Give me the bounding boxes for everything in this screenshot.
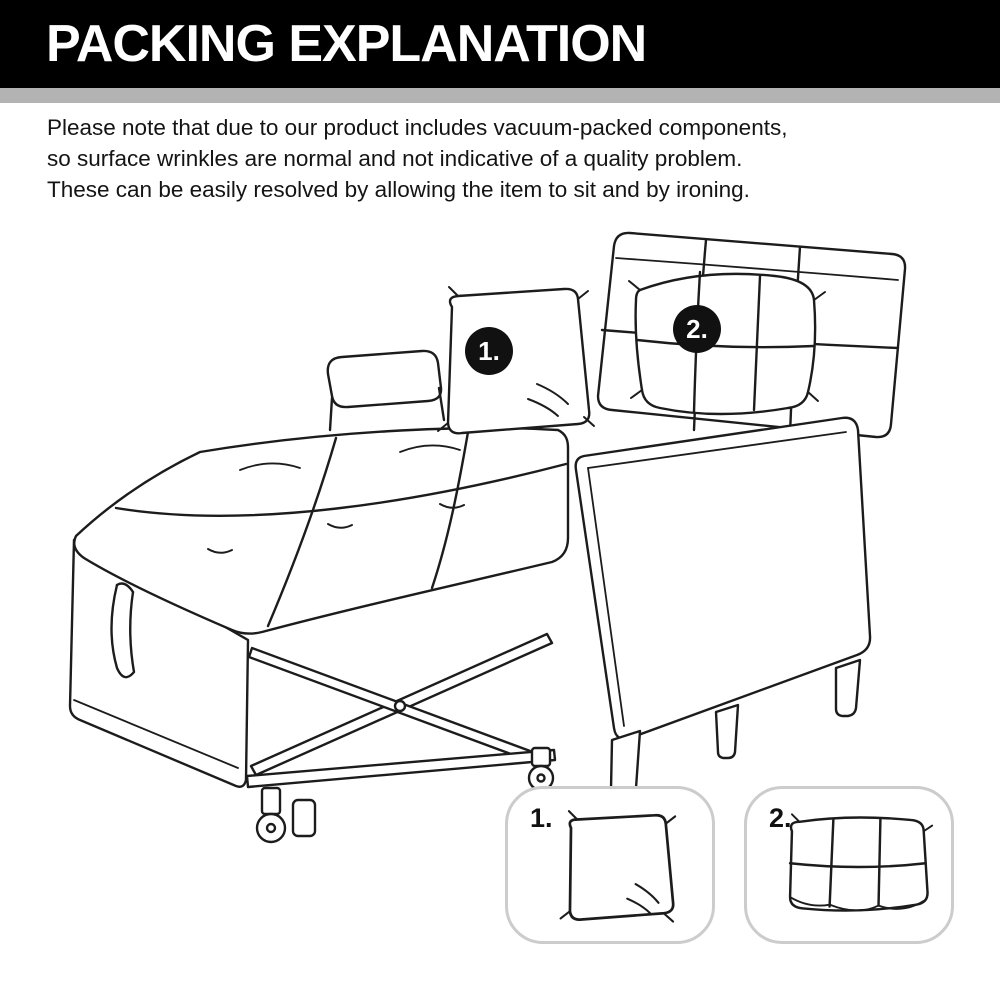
pillow-2	[628, 270, 826, 416]
packing-note: Please note that due to our product incl…	[47, 112, 907, 205]
badge-2-label: 2.	[686, 314, 708, 344]
caster-wheel-right	[527, 746, 555, 792]
header-divider	[0, 88, 1000, 103]
badge-1: 1.	[465, 327, 513, 375]
tufted-pillow-icon	[788, 813, 934, 912]
badge-2: 2.	[673, 305, 721, 353]
page-title: PACKING EXPLANATION	[46, 15, 647, 73]
note-line-3: These can be easily resolved by allowing…	[47, 177, 750, 202]
legend-pillow-2: 2.	[744, 786, 954, 944]
pull-out-frame	[245, 632, 557, 844]
note-line-2: so surface wrinkles are normal and not i…	[47, 146, 743, 171]
pillow-1	[437, 286, 595, 435]
bed-cushions	[73, 426, 570, 635]
legend-pillow-1: 1.	[505, 786, 715, 944]
note-line-1: Please note that due to our product incl…	[47, 115, 788, 140]
ottoman-box	[68, 538, 250, 788]
fabric-handle	[110, 582, 136, 679]
legend-1-label: 1.	[530, 803, 553, 833]
header-bar: PACKING EXPLANATION	[0, 0, 1000, 88]
plain-pillow-icon	[559, 810, 677, 923]
right-armrest	[574, 416, 872, 741]
left-armrest	[326, 349, 446, 432]
chair-legs	[609, 658, 862, 799]
legend-2-label: 2.	[769, 803, 792, 833]
caster-wheel-left	[255, 786, 317, 844]
badge-1-label: 1.	[478, 336, 500, 366]
